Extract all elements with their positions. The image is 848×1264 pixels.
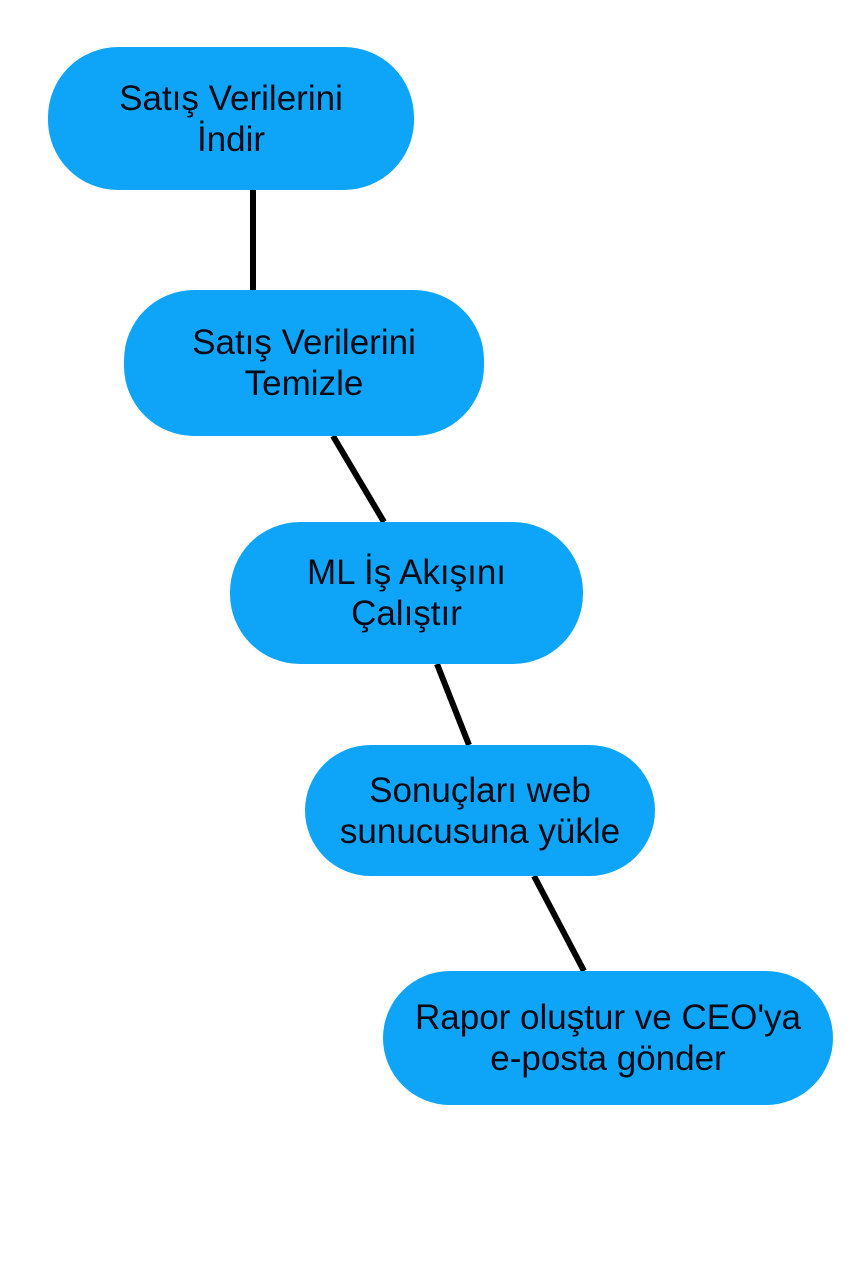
node-create-report-email-ceo[interactable]: Rapor oluştur ve CEO'ya e-posta gönder bbox=[383, 971, 833, 1105]
node-label: Satış Verilerini İndir bbox=[119, 78, 343, 159]
node-upload-results[interactable]: Sonuçları web sunucusuna yükle bbox=[305, 745, 655, 876]
edge-upload-to-report bbox=[531, 874, 587, 973]
node-label: Satış Verilerini Temizle bbox=[192, 323, 416, 403]
edge-clean-to-ml bbox=[330, 434, 387, 524]
node-clean-sales-data[interactable]: Satış Verilerini Temizle bbox=[124, 290, 484, 436]
node-download-sales-data[interactable]: Satış Verilerini İndir bbox=[48, 47, 414, 190]
node-label: Rapor oluştur ve CEO'ya e-posta gönder bbox=[414, 998, 801, 1078]
node-run-ml-pipeline[interactable]: ML İş Akışını Çalıştır bbox=[230, 522, 583, 664]
edge-ml-to-upload bbox=[434, 662, 472, 747]
node-label: ML İş Akışını Çalıştır bbox=[306, 553, 507, 633]
node-label: Sonuçları web sunucusuna yükle bbox=[339, 770, 621, 851]
